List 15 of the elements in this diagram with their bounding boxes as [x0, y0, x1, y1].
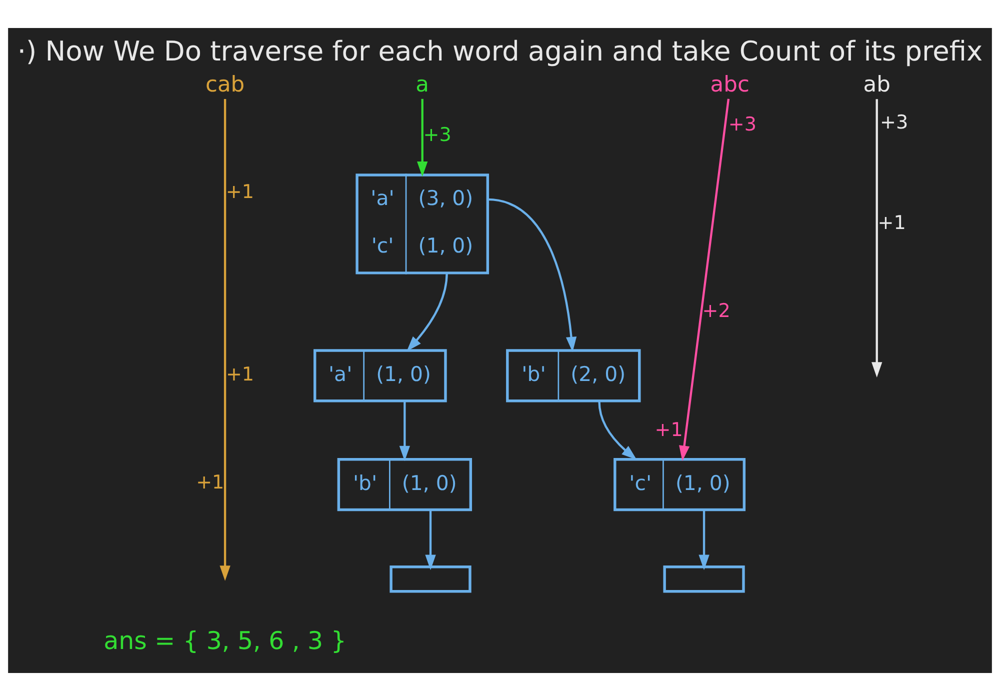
label: +2	[702, 299, 730, 322]
edge-label: +3	[728, 112, 756, 135]
label: +1	[654, 418, 683, 441]
edge-label: +3	[423, 124, 452, 146]
node-text: a	[416, 72, 430, 98]
edge-label: +1	[226, 180, 254, 203]
node-text: abc	[710, 72, 750, 98]
label: ans = { 3, 5, 6 , 3 }	[104, 626, 346, 655]
diagram-title: ·) Now We Do traverse for each word again and take Count of its prefix	[17, 36, 983, 68]
label: +1	[226, 363, 254, 386]
label: +1	[196, 471, 224, 494]
node-text: ab	[863, 72, 890, 98]
label: +1	[878, 211, 906, 234]
edge-label: +3	[880, 111, 908, 134]
node-text: cab	[205, 72, 245, 98]
